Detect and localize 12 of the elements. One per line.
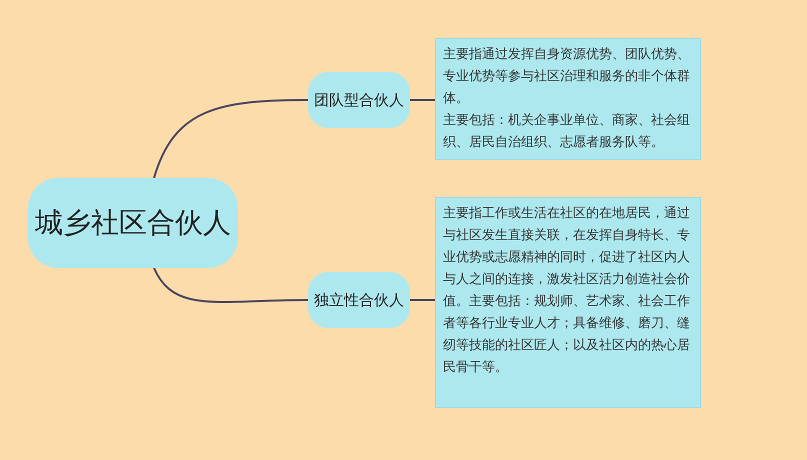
connector-line [153, 268, 308, 303]
connector-line [153, 99, 308, 178]
connector-line [410, 299, 435, 301]
branch-topic: 独立性合伙人 [308, 272, 410, 328]
branch-topic: 团队型合伙人 [308, 72, 410, 128]
description-box [435, 38, 701, 160]
description-text: 主要包括：机关企事业单位、商家、社会组织、居民自治组织、志愿者服务队等。 [443, 112, 691, 152]
description-box [435, 197, 701, 408]
description-text: 主要指工作或生活在社区的在地居民，通过与社区发生直接关联，在发挥自身特长、专业优势或志愿精神的同时，促进了社区内人与人之间的连接，激发社区活力创造社会价值。主要包括：规划师、艺术家、社会工作者等各行业专业人才；具备维修、磨刀、缝纫等技能的社区匠人；以及社区内的热心居民骨干等。 [443, 205, 691, 377]
connector-line [410, 99, 435, 101]
description-text: 主要指通过发挥自身资源优势、团队优势、专业优势等参与社区治理和服务的非个体群体。 [443, 46, 691, 108]
root-topic: 城乡社区合伙人 [28, 178, 238, 268]
